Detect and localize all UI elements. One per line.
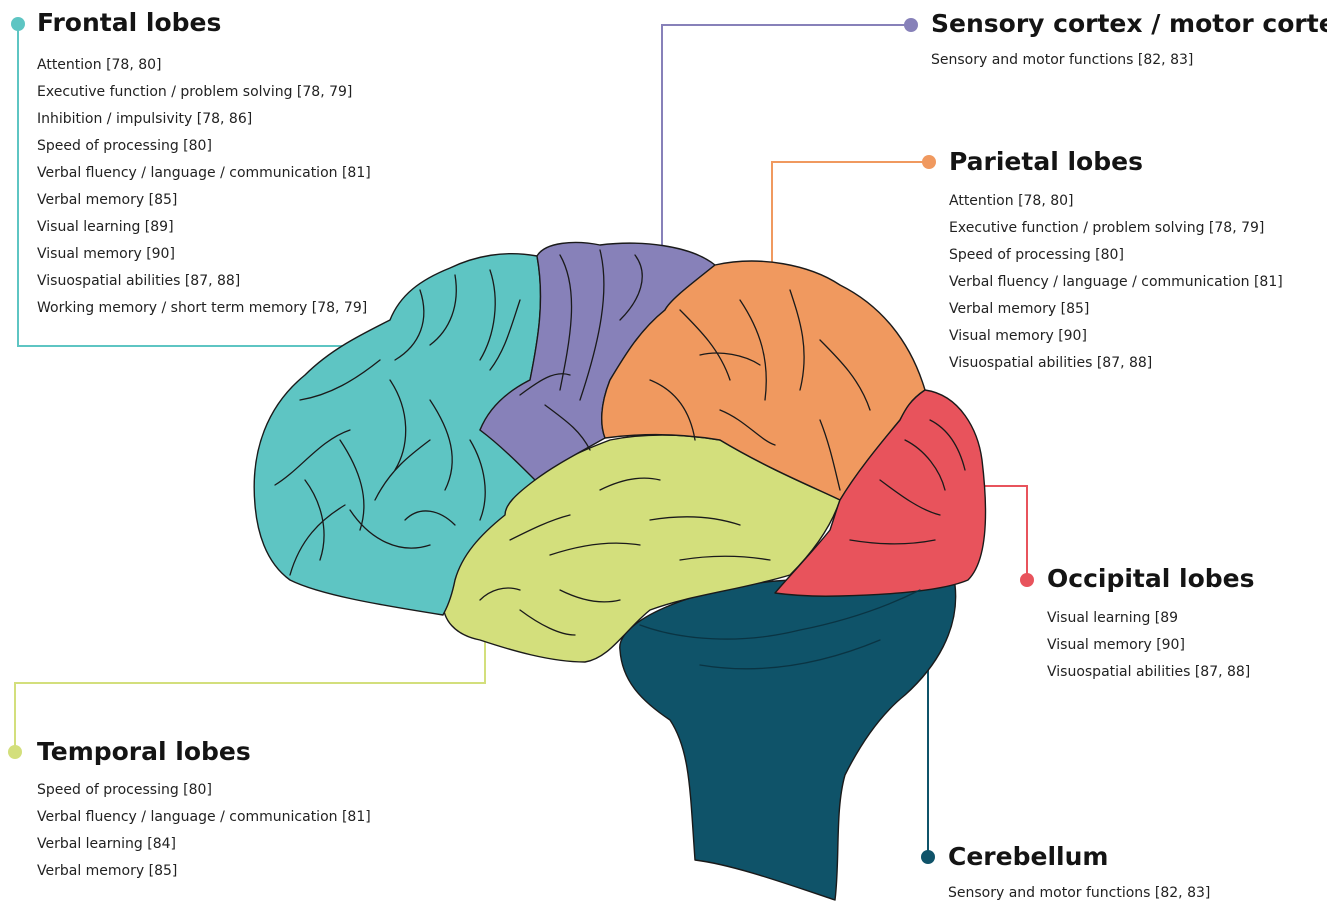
parietal-dot xyxy=(922,155,936,169)
list-item: Verbal memory [85] xyxy=(37,863,178,879)
list-item: Visuospatial abilities [87, 88] xyxy=(1047,664,1251,680)
list-item: Verbal memory [85] xyxy=(949,301,1090,317)
temporal-connector xyxy=(14,635,486,752)
cerebellum-title: Cerebellum xyxy=(948,842,1109,871)
temporal-dot xyxy=(8,745,22,759)
list-item: Visual memory [90] xyxy=(1047,637,1185,653)
cerebellum-region: Cerebellum Sensory and motor functions [… xyxy=(948,842,1210,907)
frontal-dot xyxy=(11,17,25,31)
frontal-title: Frontal lobes xyxy=(37,8,222,37)
frontal-region: Frontal lobes Attention [78, 80] Executi… xyxy=(37,8,371,322)
list-item: Visuospatial abilities [87, 88] xyxy=(37,273,241,289)
parietal-title: Parietal lobes xyxy=(949,147,1143,176)
occipital-connector xyxy=(985,485,1028,580)
list-item: Verbal fluency / language / communicatio… xyxy=(949,274,1283,290)
list-item: Verbal memory [85] xyxy=(37,192,178,208)
sensory-motor-list: Sensory and motor functions [82, 83] xyxy=(931,47,1327,74)
occipital-dot xyxy=(1020,573,1034,587)
sensory-motor-region: Sensory cortex / motor cortex Sensory an… xyxy=(931,9,1327,74)
cerebellum-shape xyxy=(619,576,957,901)
list-item: Inhibition / impulsivity [78, 86] xyxy=(37,111,253,127)
parietal-lobe-shape xyxy=(601,260,926,501)
list-item: Sensory and motor functions [82, 83] xyxy=(948,885,1211,901)
sensory-motor-connector xyxy=(661,24,911,246)
occipital-region: Occipital lobes Visual learning [89 Visu… xyxy=(1047,564,1255,686)
list-item: Sensory and motor functions [82, 83] xyxy=(931,52,1194,68)
list-item: Verbal learning [84] xyxy=(37,836,176,852)
list-item: Working memory / short term memory [78, … xyxy=(37,300,368,316)
occipital-lobe-shape xyxy=(774,389,987,597)
cerebellum-dot xyxy=(921,850,935,864)
list-item: Visual learning [89] xyxy=(37,219,174,235)
cerebellum-list: Sensory and motor functions [82, 83] xyxy=(948,880,1210,907)
temporal-region: Temporal lobes Speed of processing [80] … xyxy=(37,737,371,885)
list-item: Visual memory [90] xyxy=(949,328,1087,344)
frontal-list: Attention [78, 80] Executive function / … xyxy=(37,52,371,322)
parietal-region: Parietal lobes Attention [78, 80] Execut… xyxy=(949,147,1283,377)
list-item: Visual memory [90] xyxy=(37,246,175,262)
list-item: Speed of processing [80] xyxy=(949,247,1124,263)
list-item: Attention [78, 80] xyxy=(37,57,162,73)
list-item: Visual learning [89 xyxy=(1047,610,1179,626)
frontal-connector xyxy=(17,24,352,347)
parietal-list: Attention [78, 80] Executive function / … xyxy=(949,188,1283,377)
sensory-motor-dot xyxy=(904,18,918,32)
occipital-list: Visual learning [89 Visual memory [90] V… xyxy=(1047,605,1255,686)
list-item: Executive function / problem solving [78… xyxy=(37,84,353,100)
list-item: Attention [78, 80] xyxy=(949,193,1074,209)
list-item: Visuospatial abilities [87, 88] xyxy=(949,355,1153,371)
temporal-title: Temporal lobes xyxy=(37,737,251,766)
list-item: Verbal fluency / language / communicatio… xyxy=(37,165,371,181)
list-item: Verbal fluency / language / communicatio… xyxy=(37,809,371,825)
sensory-motor-title: Sensory cortex / motor cortex xyxy=(931,9,1327,38)
temporal-list: Speed of processing [80] Verbal fluency … xyxy=(37,777,371,885)
list-item: Speed of processing [80] xyxy=(37,138,212,154)
list-item: Speed of processing [80] xyxy=(37,782,212,798)
occipital-title: Occipital lobes xyxy=(1047,564,1255,593)
parietal-connector xyxy=(771,161,929,276)
list-item: Executive function / problem solving [78… xyxy=(949,220,1265,236)
